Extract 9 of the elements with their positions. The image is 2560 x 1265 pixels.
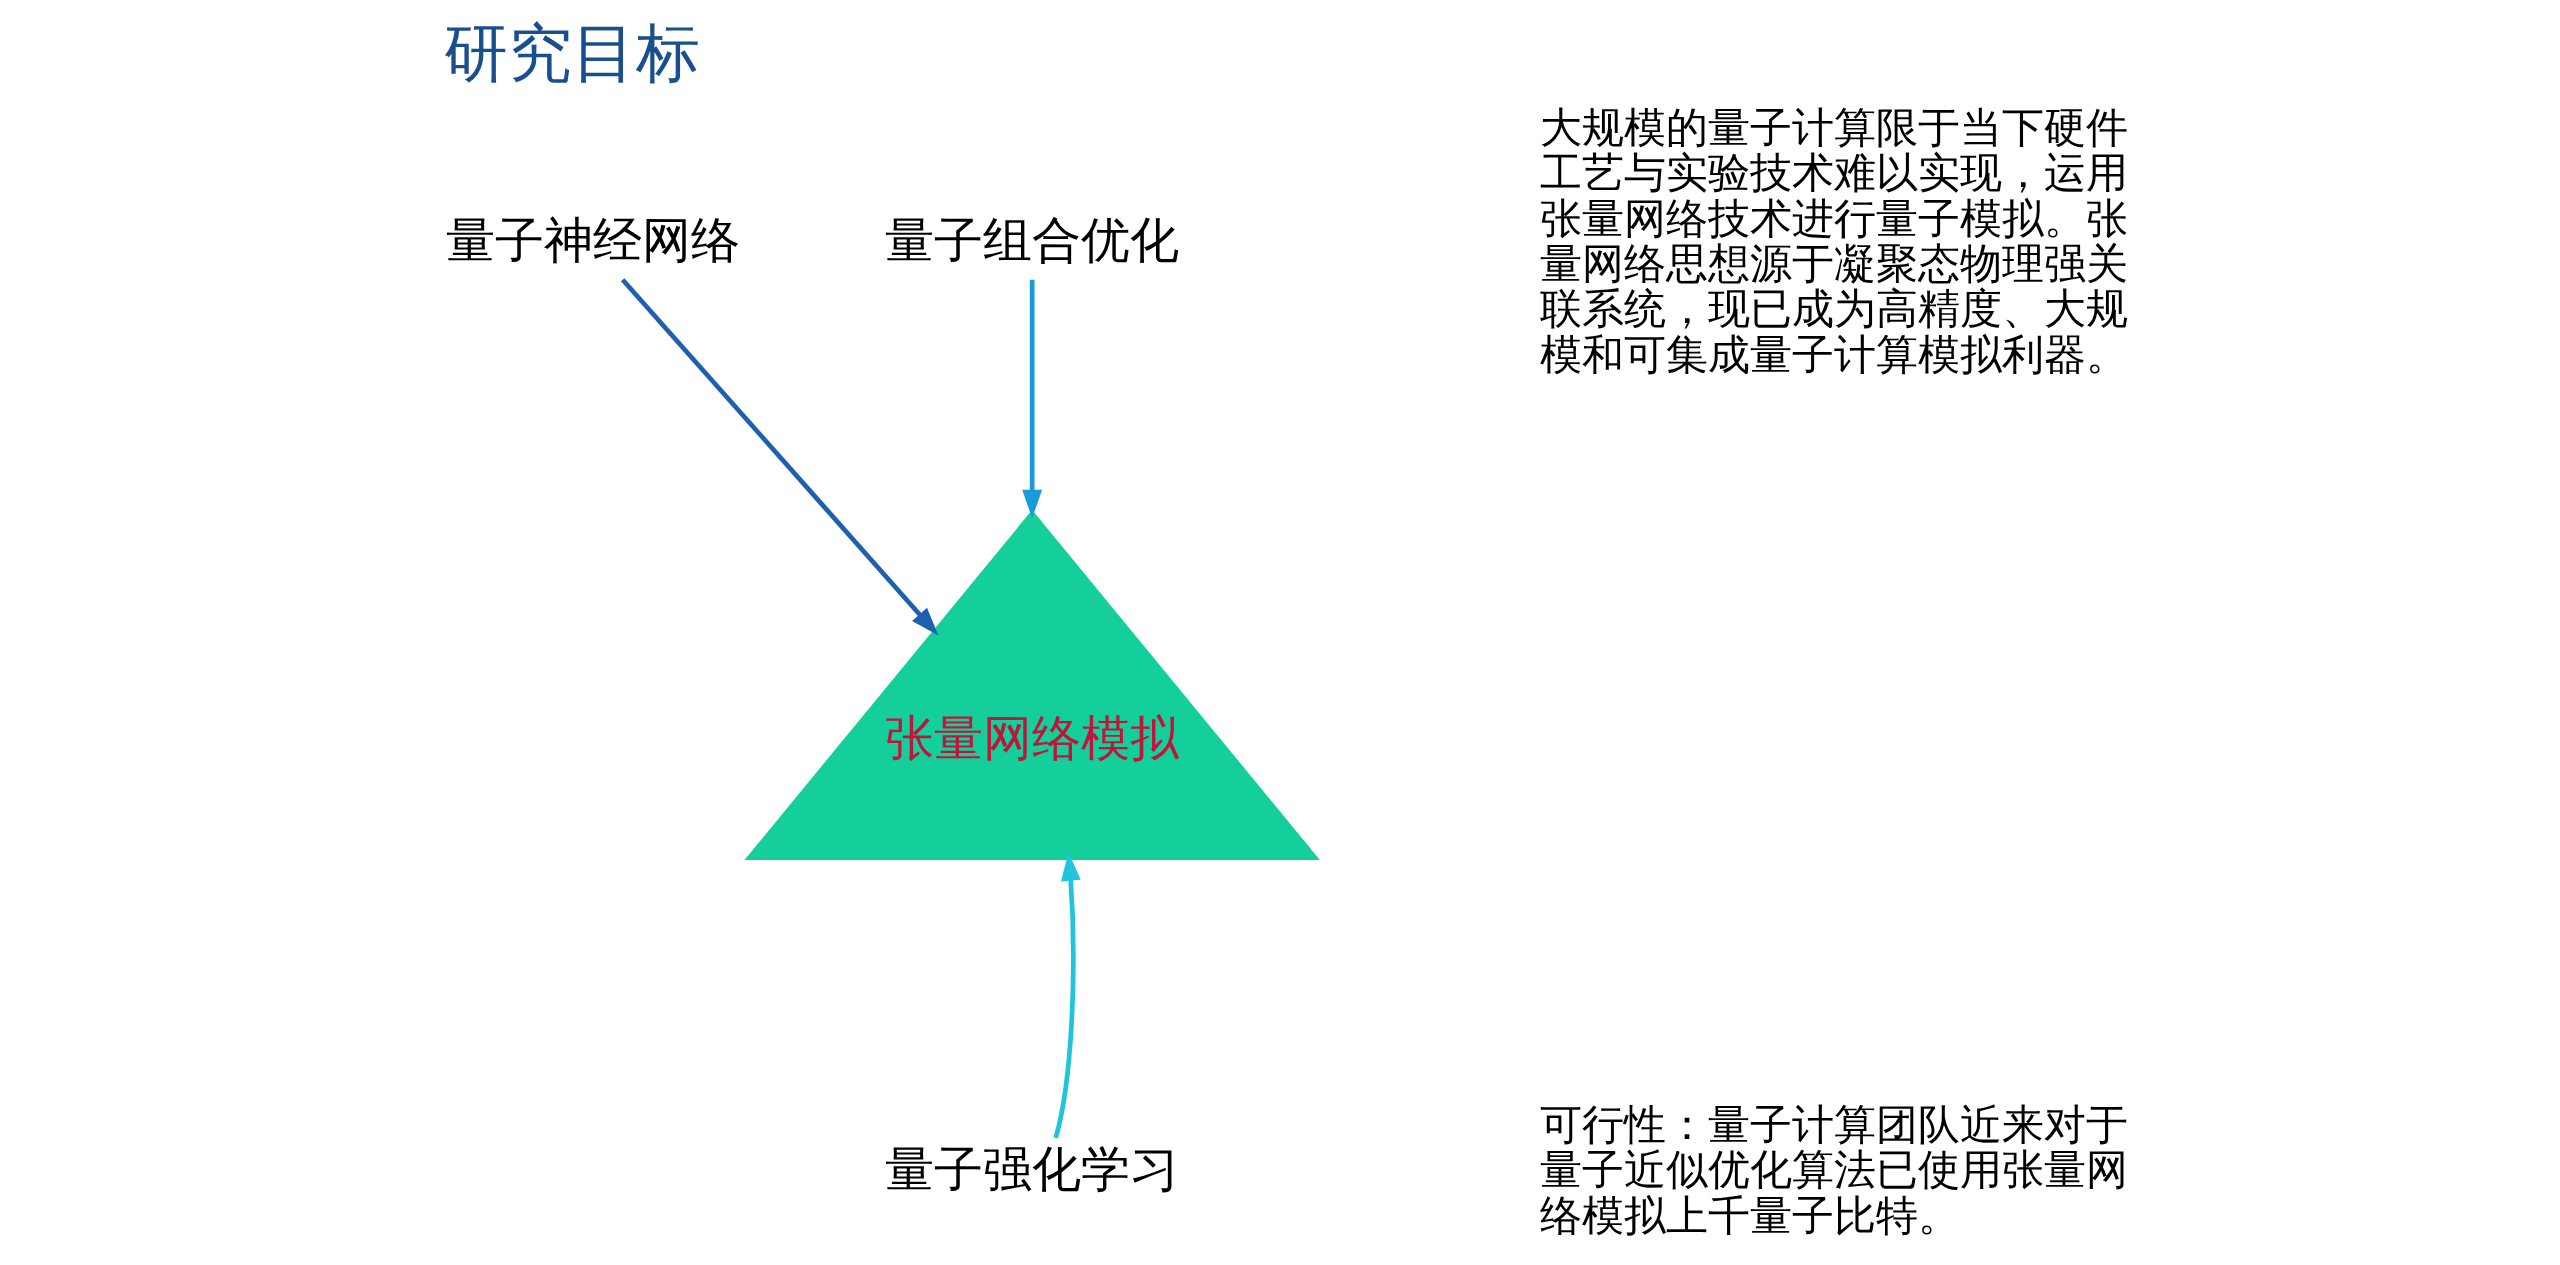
node-text: 量子强化学习 xyxy=(884,1139,1179,1198)
label: 大规模的量子计算限于当下硬件工艺与实验技术难以实现，运用张量网络技术进行量子模拟。张量网络思想源于凝聚态物理强关联系统，现已成为高精度、大规模和可集成量子计算模拟利器。 xyxy=(1539,102,2128,379)
arrow xyxy=(1021,279,1042,519)
arrow xyxy=(1052,852,1081,1139)
node-text: 量子组合优化 xyxy=(884,210,1179,269)
node-text: 量子神经网络 xyxy=(445,210,740,269)
label: 可行性：量子计算团队近来对于量子近似优化算法已使用张量网络模拟上千量子比特。 xyxy=(1539,1099,2128,1240)
arrow xyxy=(620,278,938,636)
diagram-title: 研究目标 xyxy=(443,14,700,90)
